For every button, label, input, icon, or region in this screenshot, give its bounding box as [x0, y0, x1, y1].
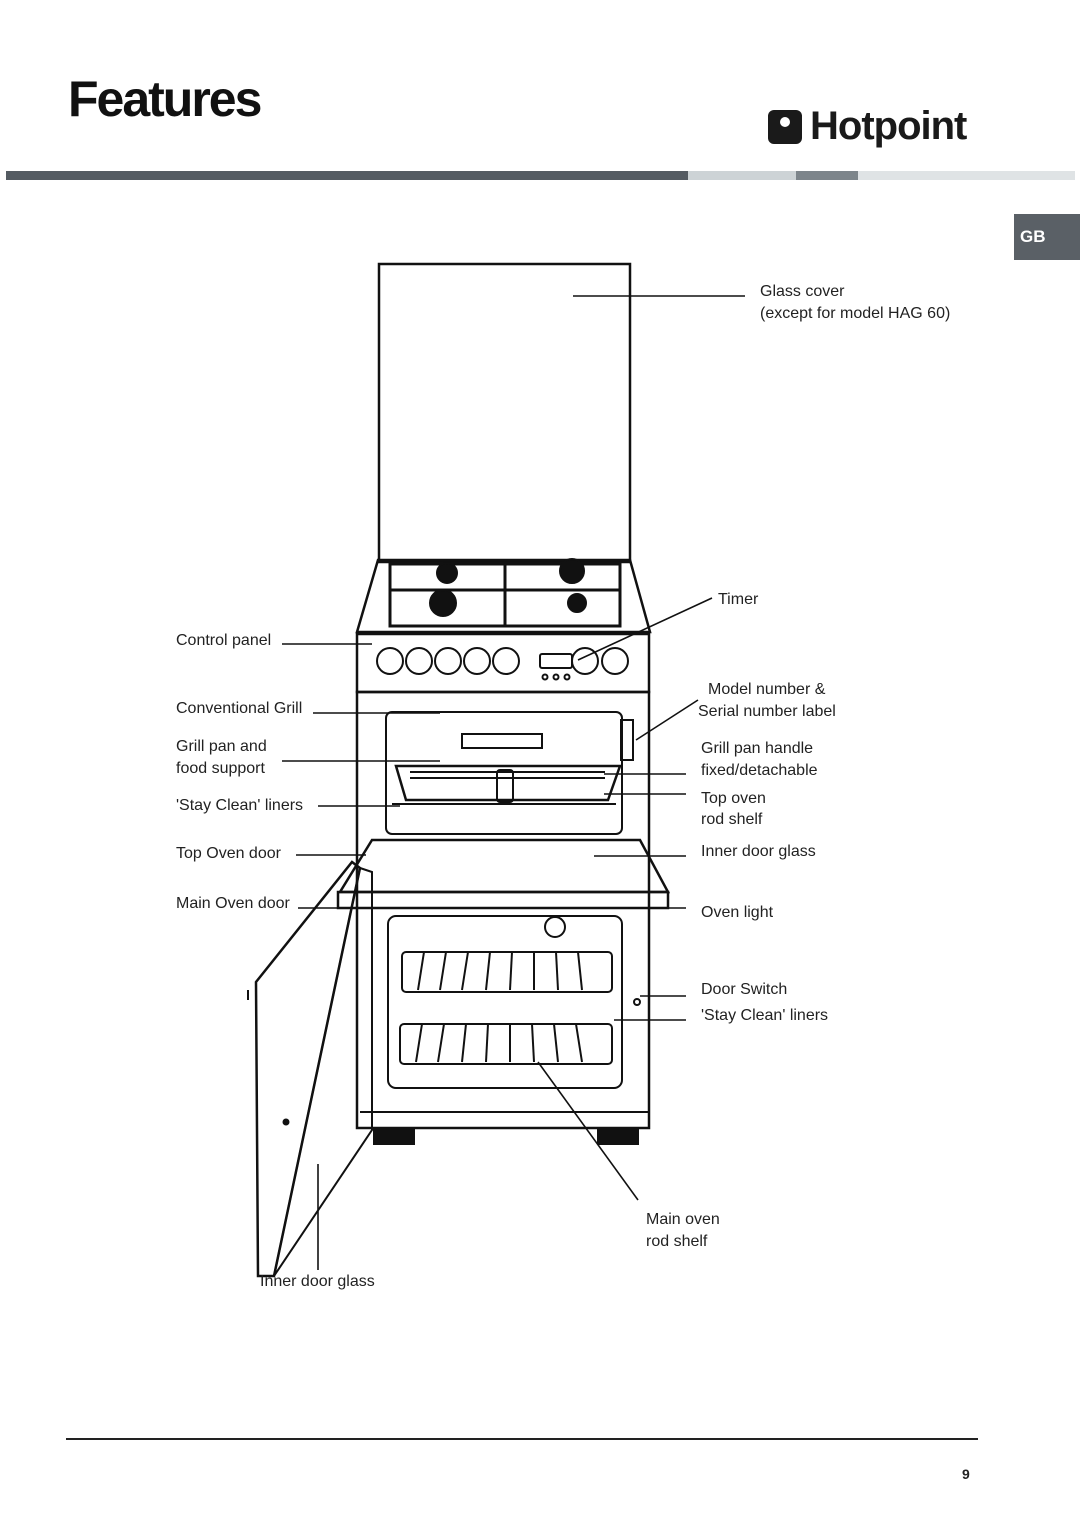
- cooker-body: [355, 690, 651, 1130]
- callout-main-oven-rod-2: rod shelf: [646, 1233, 708, 1250]
- control-knob-2: [405, 647, 433, 675]
- callout-top-oven-rod-1: Top oven: [701, 790, 766, 807]
- burner-rear-right: [559, 558, 585, 584]
- control-knob-5: [492, 647, 520, 675]
- control-knob-6: [571, 647, 599, 675]
- timer-display: [539, 653, 573, 669]
- callout-grill-pan-handle: Grill pan handle: [701, 740, 814, 757]
- callout-oven-light: Oven light: [701, 904, 774, 921]
- main-oven-rod-shelf-lower: [399, 1023, 613, 1065]
- callout-stay-clean-right: 'Stay Clean' liners: [701, 1007, 829, 1024]
- page-title: Features: [68, 71, 262, 127]
- callout-grill-pan-2: food support: [176, 760, 265, 777]
- grill-pan: [394, 764, 622, 802]
- callout-serial-label: Serial number label: [698, 703, 836, 720]
- burner-front-left: [429, 589, 457, 617]
- callout-glass-cover: Glass cover: [760, 283, 845, 300]
- callout-top-oven-rod-2: rod shelf: [701, 811, 763, 828]
- page-number: 9: [962, 1466, 970, 1482]
- language-tab-label: GB: [1020, 227, 1046, 246]
- brand-logo: Hotpoint: [768, 104, 967, 149]
- header-stripe-mid: [796, 171, 858, 180]
- control-panel: [355, 632, 651, 694]
- burner-rear-left: [436, 562, 458, 584]
- top-oven-door: [337, 838, 671, 894]
- callout-door-switch: Door Switch: [701, 981, 788, 998]
- callout-stay-clean-left: 'Stay Clean' liners: [176, 797, 304, 814]
- grill-element: [461, 733, 543, 749]
- control-knob-7: [601, 647, 629, 675]
- front-foot-right: [597, 1127, 639, 1145]
- main-oven-cavity: [387, 915, 623, 1089]
- grill-pan-handle: [496, 769, 514, 803]
- control-knob-3: [434, 647, 462, 675]
- callout-grill-pan-1: Grill pan and: [176, 738, 267, 755]
- callout-glass-cover-note: (except for model HAG 60): [760, 305, 951, 322]
- callout-conventional-grill: Conventional Grill: [176, 700, 303, 717]
- door-switch: [633, 998, 641, 1006]
- callout-main-oven-rod-1: Main oven: [646, 1211, 720, 1228]
- footer-divider: [66, 1438, 978, 1440]
- callout-inner-door-glass-right: Inner door glass: [701, 843, 816, 860]
- serial-number-label: [620, 719, 634, 761]
- burner-front-right: [567, 593, 587, 613]
- callout-grill-pan-handle-note: fixed/detachable: [701, 762, 818, 779]
- main-oven-door: [254, 860, 362, 1278]
- callout-timer: Timer: [718, 591, 759, 608]
- control-knob-4: [463, 647, 491, 675]
- top-oven-cavity: [385, 711, 623, 835]
- language-tab[interactable]: GB: [1014, 214, 1080, 260]
- hob-top: [355, 558, 652, 634]
- callout-top-oven-door: Top Oven door: [176, 845, 281, 862]
- brand-name: Hotpoint: [810, 104, 967, 148]
- callout-model-number: Model number &: [708, 681, 826, 698]
- hotpoint-logo-icon: [768, 109, 802, 144]
- oven-light: [544, 916, 566, 938]
- header-stripe-dark: [6, 171, 688, 180]
- glass-cover: [377, 262, 632, 564]
- header-stripe-light: [688, 171, 796, 180]
- control-knob-1: [376, 647, 404, 675]
- header-stripe-pale: [858, 171, 1075, 180]
- front-foot-left: [373, 1127, 415, 1145]
- callout-control-panel: Control panel: [176, 632, 272, 649]
- callout-main-oven-door: Main Oven door: [176, 895, 290, 912]
- callout-inner-door-glass-bottom: Inner door glass: [260, 1273, 375, 1290]
- main-oven-rod-shelf-upper: [401, 951, 613, 993]
